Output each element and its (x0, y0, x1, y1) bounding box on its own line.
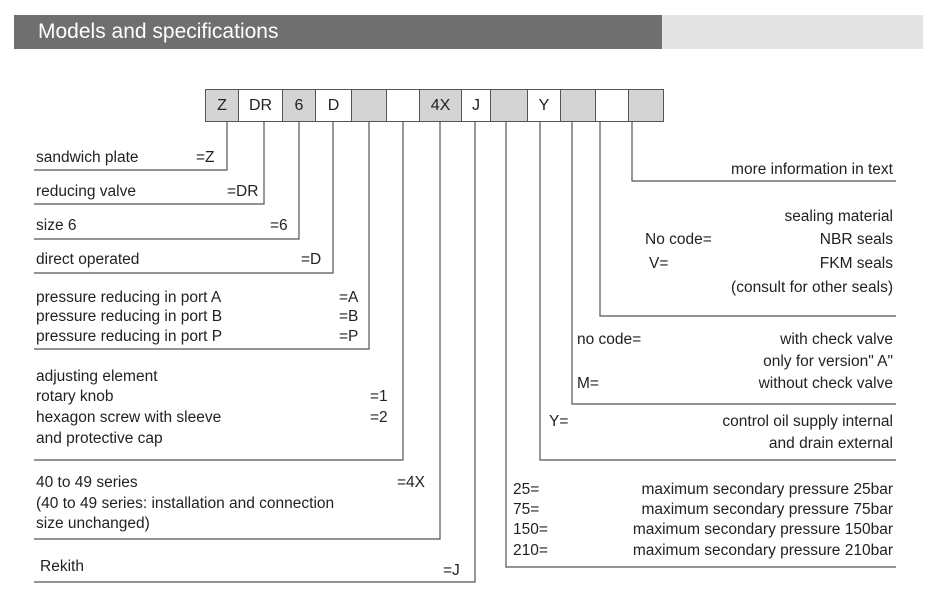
code-cell-j: J (461, 89, 491, 122)
y-code-label: Y= (549, 413, 569, 430)
sandwich-plate-label: sandwich plate (36, 149, 139, 166)
seal-v-label: V= (649, 255, 669, 272)
code-cell-size: 6 (282, 89, 316, 122)
code-cell-series: 4X (419, 89, 462, 122)
rekith-code: =J (443, 562, 460, 579)
seal-fkm-value: FKM seals (819, 255, 893, 272)
code-cell-y: Y (527, 89, 561, 122)
direct-operated-code: =D (301, 251, 322, 268)
pressure-port-a-code: =A (339, 289, 359, 306)
size-label: size 6 (36, 217, 77, 234)
rotary-knob-label: rotary knob (36, 388, 114, 405)
more-info-text: more information in text (731, 161, 893, 178)
rotary-knob-code: =1 (370, 388, 388, 405)
code-cell-d: D (315, 89, 352, 122)
protective-cap-label: and protective cap (36, 430, 163, 447)
check-nocode-label: no code= (577, 331, 642, 348)
adjusting-element-title: adjusting element (36, 368, 158, 385)
pressure-desc-25: maximum secondary pressure 25bar (641, 481, 893, 498)
pressure-code-75: 75= (513, 501, 540, 518)
code-cell-pressure (490, 89, 528, 122)
series-code: =4X (397, 474, 426, 491)
series-label: 40 to 49 series (36, 474, 138, 491)
code-cell-pressure-port (351, 89, 387, 122)
header-bar-light (662, 15, 923, 49)
pressure-port-b-code: =B (339, 308, 359, 325)
sealing-material-title: sealing material (784, 208, 893, 225)
sandwich-plate-code: =Z (196, 149, 215, 166)
hexagon-screw-label: hexagon screw with sleeve (36, 409, 222, 426)
seal-nocode-label: No code= (645, 231, 712, 248)
y-value-line2: and drain external (768, 435, 893, 452)
code-cell-dr: DR (238, 89, 283, 122)
y-value-line1: control oil supply internal (722, 413, 893, 430)
pressure-code-25: 25= (513, 481, 540, 498)
pressure-desc-150: maximum secondary pressure 150bar (632, 521, 893, 538)
hexagon-screw-code: =2 (370, 409, 388, 426)
pressure-code-150: 150= (513, 521, 548, 538)
page-title: Models and specifications (38, 20, 279, 43)
code-cell-check (560, 89, 596, 122)
code-cell-info (628, 89, 664, 122)
seal-nbr-value: NBR seals (819, 231, 893, 248)
pressure-desc-75: maximum secondary pressure 75bar (641, 501, 893, 518)
header-bar (14, 15, 662, 49)
check-without-value: without check valve (758, 375, 893, 392)
reducing-valve-code: =DR (227, 183, 259, 200)
pressure-port-p-label: pressure reducing in port P (36, 328, 223, 345)
code-cell-z: Z (205, 89, 239, 122)
check-m-label: M= (577, 375, 599, 392)
series-note-line1: (40 to 49 series: installation and conne… (36, 495, 335, 512)
pressure-port-b-label: pressure reducing in port B (36, 308, 223, 325)
pressure-port-p-code: =P (339, 328, 359, 345)
rekith-label: Rekith (40, 558, 84, 575)
code-cell-adjusting (386, 89, 420, 122)
size-code: =6 (270, 217, 288, 234)
series-note-line2: size unchanged) (36, 515, 150, 532)
check-only-version: only for version" A" (763, 353, 893, 370)
code-cell-seal (595, 89, 629, 122)
pressure-desc-210: maximum secondary pressure 210bar (632, 542, 893, 559)
pressure-port-a-label: pressure reducing in port A (36, 289, 222, 306)
check-with-value: with check valve (780, 331, 893, 348)
pressure-code-210: 210= (513, 542, 548, 559)
direct-operated-label: direct operated (36, 251, 140, 268)
seal-consult-note: (consult for other seals) (731, 279, 893, 296)
reducing-valve-label: reducing valve (36, 183, 136, 200)
